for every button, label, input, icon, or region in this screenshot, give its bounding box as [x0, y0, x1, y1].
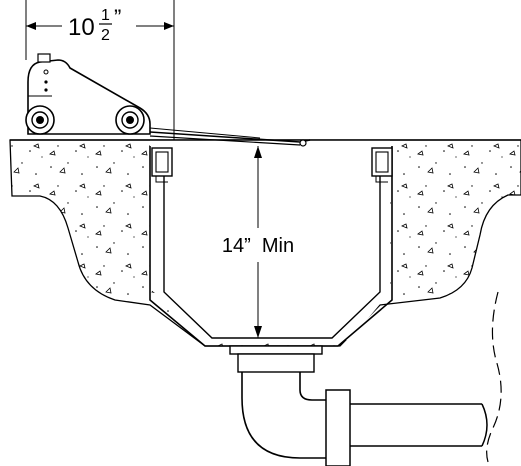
carriage-wheel-left: [25, 105, 55, 135]
drain-outlet: [229, 345, 488, 466]
depth-label: 14” Min: [222, 235, 294, 257]
width-whole: 10: [68, 14, 95, 41]
width-dimension: 10 1 2 ”: [25, 0, 175, 140]
width-inch-mark: ”: [114, 5, 121, 30]
frame-rail-right: [371, 147, 393, 183]
width-fraction-numerator: 1: [101, 7, 110, 24]
roller-carriage: [25, 53, 151, 135]
channel-body-inner: [163, 150, 381, 339]
hinged-grate-cover: [149, 127, 311, 147]
frame-rail-left: [151, 147, 173, 183]
carriage-wheel-right: [115, 105, 145, 135]
channel-cavity: [150, 140, 390, 340]
excavation-break-line: [486, 291, 502, 463]
depth-dimension: 14” Min: [222, 146, 294, 338]
width-fraction-denominator: 2: [101, 27, 110, 44]
